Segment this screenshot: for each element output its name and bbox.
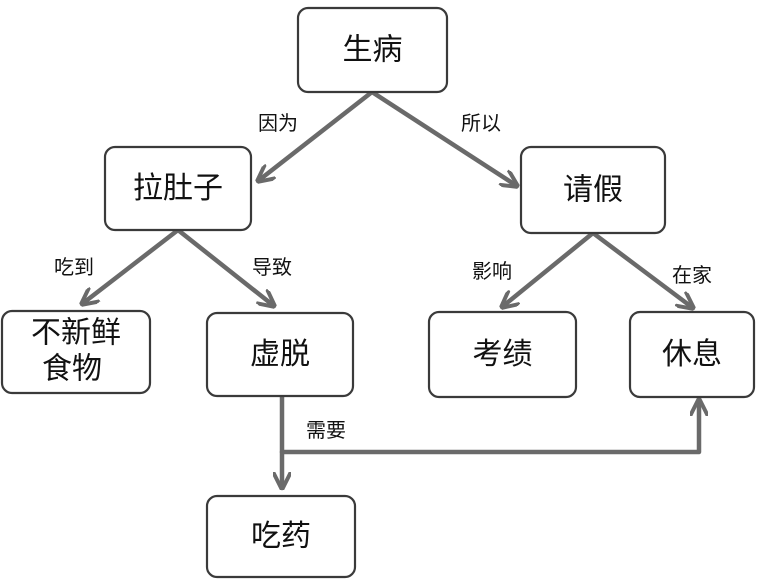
edge-leave-to-performance [502,230,596,307]
node-sick: 生病 [296,6,449,94]
node-label-performance: 考绩 [473,337,533,372]
node-performance: 考绩 [427,310,578,399]
edge-diarrhea-to-weak [175,227,274,306]
edge-sick-to-leave [369,89,517,186]
node-label-sick: 生病 [343,33,403,68]
edge-label-leads-to: 导致 [252,255,292,279]
node-rest: 休息 [628,310,756,399]
node-stale-food: 不新鲜 食物 [0,309,152,395]
node-label-medicine: 吃药 [251,519,311,554]
node-label-weak: 虚脱 [250,337,310,372]
node-label-diarrhea: 拉肚子 [133,171,223,206]
node-diarrhea: 拉肚子 [103,145,253,232]
edge-sick-to-diarrhea [258,89,375,181]
edge-diarrhea-to-stale-food [82,227,181,304]
node-label-leave: 请假 [563,173,623,208]
edges [82,89,699,491]
edge-label-needs: 需要 [306,418,346,442]
node-weak: 虚脱 [205,311,355,398]
edge-label-so: 所以 [461,111,501,135]
edge-label-affects: 影响 [472,259,512,283]
edge-labels: 因为 所以 吃到 导致 影响 在家 需要 [54,111,712,442]
node-leave: 请假 [519,145,667,235]
edge-label-at-home: 在家 [672,263,712,287]
node-label-stale-food-line2: 食物 [42,352,102,387]
edge-label-ate: 吃到 [54,255,94,279]
edge-weak-to-rest [279,397,699,455]
node-label-rest: 休息 [662,337,722,372]
node-label-stale-food-line1: 不新鲜 [31,316,121,351]
edge-leave-to-rest [590,230,693,308]
node-medicine: 吃药 [205,494,357,579]
edge-label-because: 因为 [258,111,298,135]
